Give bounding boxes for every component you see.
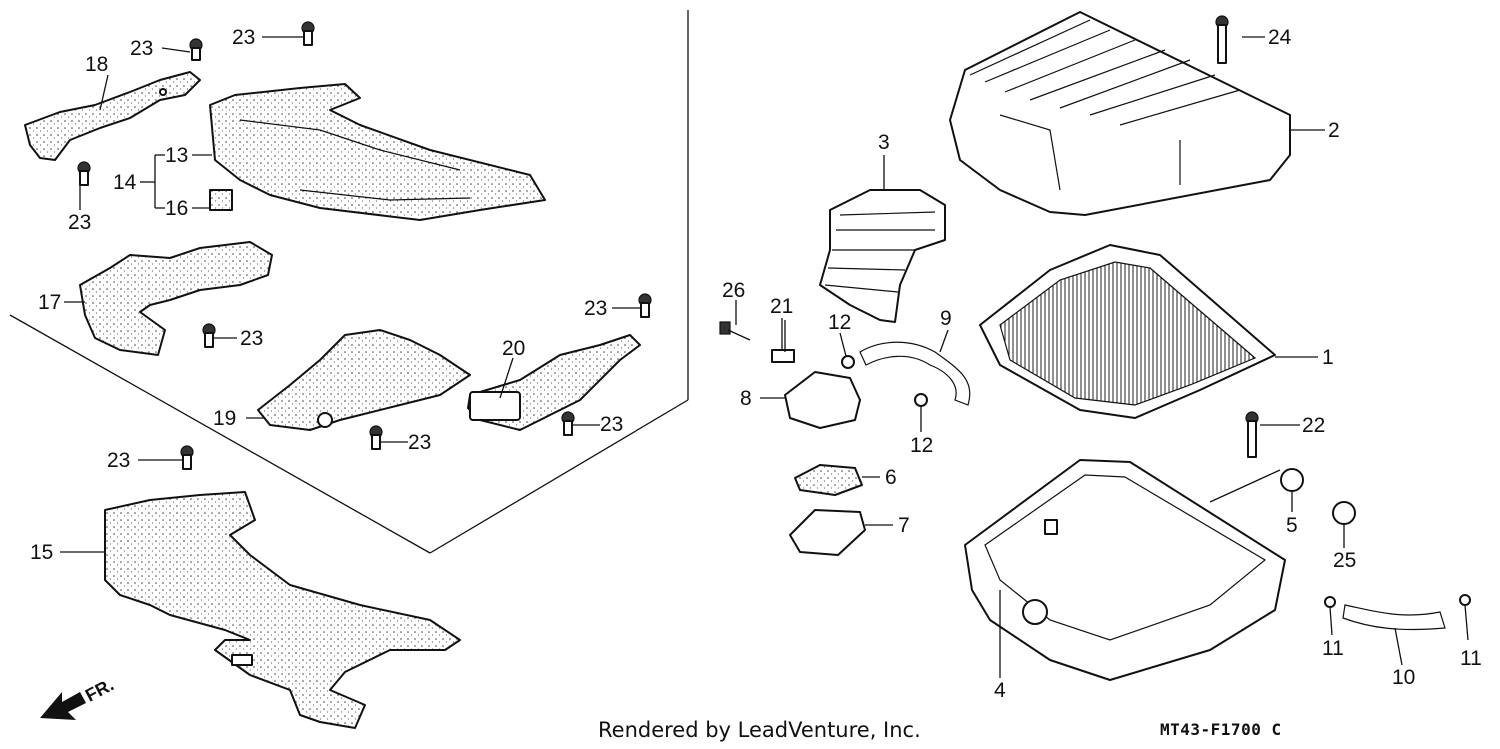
part-7-seal xyxy=(789,509,866,556)
callout-20: 20 xyxy=(502,337,526,360)
callout-3: 3 xyxy=(878,131,890,154)
callout-24: 24 xyxy=(1268,26,1292,49)
callout-18: 18 xyxy=(85,53,109,76)
callout-4: 4 xyxy=(994,679,1006,702)
callout-22: 22 xyxy=(1302,414,1326,437)
callout-6: 6 xyxy=(885,466,897,489)
part-9-hose xyxy=(859,341,971,406)
callout-23a: 23 xyxy=(130,37,154,60)
callout-19: 19 xyxy=(213,407,237,430)
callout-7: 7 xyxy=(898,514,910,537)
callout-8: 8 xyxy=(740,387,752,410)
leader-lines xyxy=(60,36,1469,678)
callout-11a: 11 xyxy=(1322,637,1344,660)
callout-5: 5 xyxy=(1286,514,1298,537)
part-18-bracket xyxy=(24,71,201,161)
callout-12b: 12 xyxy=(910,434,934,457)
part-3-intake-duct xyxy=(819,189,946,323)
callout-10: 10 xyxy=(1392,666,1416,689)
callout-14: 14 xyxy=(113,171,137,194)
callout-11b: 11 xyxy=(1460,647,1482,670)
callout-2: 2 xyxy=(1328,119,1340,142)
part-2-housing-cover xyxy=(949,11,1291,216)
callout-16: 16 xyxy=(165,197,189,220)
front-direction-arrow xyxy=(40,692,86,720)
part-4-housing-case xyxy=(964,459,1286,681)
callout-25: 25 xyxy=(1333,549,1357,572)
part-20-bracket xyxy=(467,334,641,431)
callout-26: 26 xyxy=(722,279,746,302)
callout-23f: 23 xyxy=(600,413,624,436)
part-8-resonator xyxy=(784,371,861,429)
callout-17: 17 xyxy=(38,291,62,314)
footer-credit: Rendered by LeadVenture, Inc. xyxy=(598,718,921,742)
callout-21: 21 xyxy=(770,295,794,318)
divider-lines xyxy=(9,10,689,554)
callout-12a: 12 xyxy=(828,311,852,334)
callout-23e: 23 xyxy=(584,297,608,320)
part-10-hose xyxy=(1342,604,1446,631)
callout-23b: 23 xyxy=(232,26,256,49)
part-15-undercover xyxy=(104,491,461,729)
callout-23h: 23 xyxy=(107,449,131,472)
callout-1: 1 xyxy=(1322,346,1334,369)
diagram-code: MT43-F1700 C xyxy=(1160,720,1282,739)
callout-23c: 23 xyxy=(68,211,92,234)
callout-23g: 23 xyxy=(408,431,432,454)
part-19-bracket xyxy=(257,329,471,431)
part-16-clip xyxy=(209,189,233,211)
part-1-filter-element xyxy=(979,244,1276,419)
callout-9: 9 xyxy=(940,307,952,330)
part-17-bracket xyxy=(79,241,273,356)
callout-15: 15 xyxy=(30,541,54,564)
part-13-cover xyxy=(209,83,546,221)
part-6-pad xyxy=(794,464,863,496)
callout-23d: 23 xyxy=(240,327,264,350)
callout-13: 13 xyxy=(165,144,189,167)
